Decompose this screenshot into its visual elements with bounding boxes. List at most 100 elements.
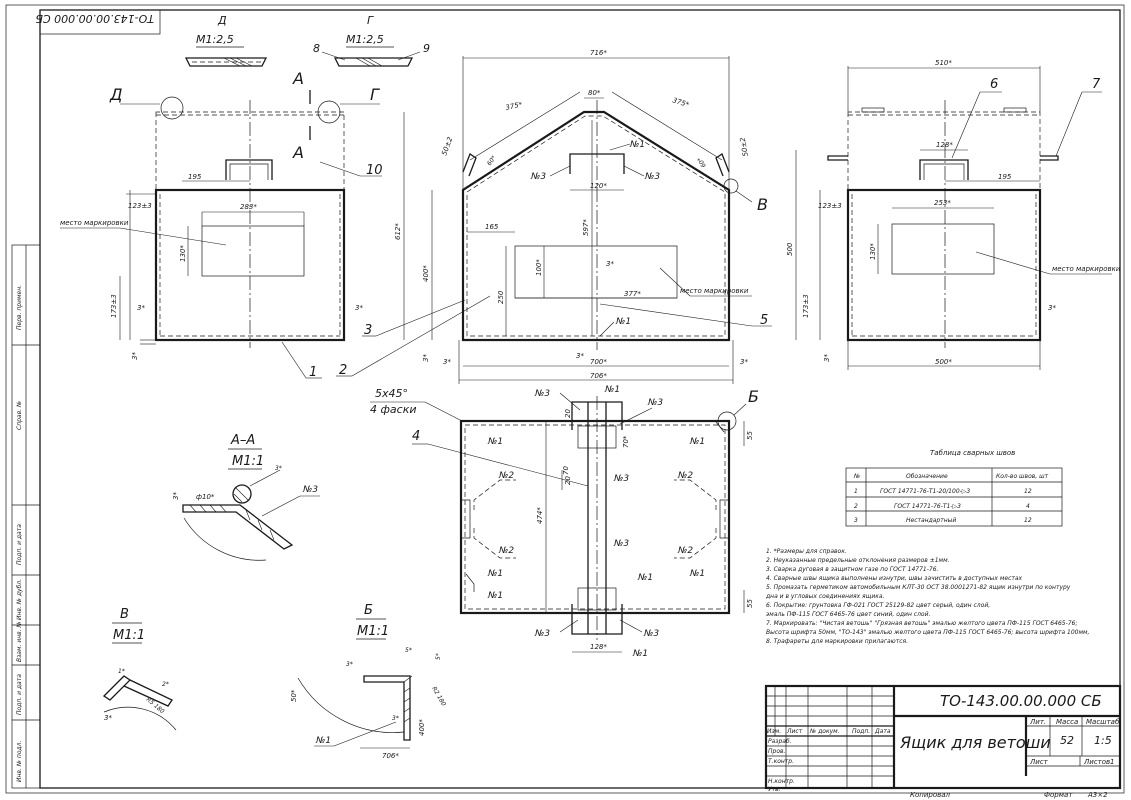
note-line: дна и в угловых соединениях ящика. xyxy=(765,593,885,600)
pos-10: 10 xyxy=(366,163,383,178)
dim-706: 706* xyxy=(590,372,607,380)
detail-b-scale: М1:1 xyxy=(357,624,389,639)
dim-597: 597* xyxy=(582,219,590,236)
dim-3-mid: 3* xyxy=(606,260,614,268)
wt-cell: 12 xyxy=(1024,517,1032,524)
aa-dim-3a: 3* xyxy=(172,492,180,500)
dim-80: 80* xyxy=(588,89,601,97)
tb-role: Пров. xyxy=(768,748,786,755)
b-dim-50: 50* xyxy=(290,689,298,702)
front-view: 283* 195 130* 123±3 173±3 3* 3* 3* место… xyxy=(60,69,405,380)
tb-sheets: 1 xyxy=(1110,758,1114,766)
detail-v-title: В xyxy=(120,607,129,622)
note-line: 7. Маркировать: "Чистая ветошь" "Грязная… xyxy=(766,620,1077,627)
dim-283: 283* xyxy=(240,203,257,211)
dim-50-left: 50±2 xyxy=(440,135,454,156)
dim-195: 195 xyxy=(188,173,202,181)
side-view: 716* 80* 375* 375* 50±2 50±2 60* 60* №1 … xyxy=(336,49,772,384)
side-weld-1b: №1 xyxy=(615,317,631,327)
tb-hdr-lit: Лит. xyxy=(1029,718,1046,726)
side-weld-3a: №3 xyxy=(530,172,546,182)
dim-375-right: 375* xyxy=(671,96,690,109)
detail-g-pos8: 8 xyxy=(313,42,320,55)
plan-weld: №3 xyxy=(647,398,663,408)
dim-128-plan: 128* xyxy=(590,643,607,651)
dim-130-right: 130* xyxy=(869,243,877,260)
dim-500: 500* xyxy=(935,358,952,366)
b-dim-3b: 3* xyxy=(392,715,399,722)
note-line: 2. Неуказанные предельные отклонения раз… xyxy=(766,557,950,564)
dim-3-bottom: 3* xyxy=(131,352,139,360)
plan-weld: №2 xyxy=(677,471,693,481)
plan-weld: №1 xyxy=(487,591,503,601)
dim-3-right: 3* xyxy=(355,304,363,312)
dim-173: 173±3 xyxy=(110,294,118,318)
aa-dim-phi10: ф10* xyxy=(196,493,215,501)
dim-377: 377* xyxy=(624,290,641,298)
section-a-bottom: А xyxy=(292,143,304,162)
dim-60-right: 60* xyxy=(696,156,707,169)
plan-weld: №3 xyxy=(613,539,629,549)
tb-row: Дата xyxy=(874,728,891,735)
tb-hdr-mass: Масса xyxy=(1056,718,1078,726)
technical-notes: 1. *Размеры для справок. 2. Неуказанные … xyxy=(765,548,1090,645)
plan-weld: №2 xyxy=(498,546,514,556)
note-line: 4. Сварные швы ящика выполнены изнутри, … xyxy=(766,575,1023,582)
plan-weld: №1 xyxy=(487,437,503,447)
tb-row: Лист xyxy=(786,728,803,735)
dim-3-left: 3* xyxy=(137,304,145,312)
dim-70-b: 70 xyxy=(562,466,570,475)
dim-70-a: 70* xyxy=(622,435,630,448)
dim-123-right: 123±3 xyxy=(818,202,842,210)
chamfer-label: 5х45° xyxy=(375,387,408,400)
dim-165: 165 xyxy=(485,223,499,231)
detail-b-title: Б xyxy=(364,603,373,618)
v-dim-1: 1* xyxy=(118,668,125,675)
tb-doc-title: Ящик для ветоши xyxy=(899,733,1051,752)
chamfer-note: 4 фаски xyxy=(370,403,416,416)
dim-3-right-b: 3* xyxy=(823,354,831,362)
wt-header: Кол-во швов, шт xyxy=(996,473,1049,480)
tb-row: Изм. xyxy=(767,728,781,735)
side-mark-label: место маркировки xyxy=(680,287,749,295)
weld-table: Таблица сварных швов № Обозначение Кол-в… xyxy=(845,449,1063,527)
plan-weld: №3 xyxy=(643,629,659,639)
aa-weld: №3 xyxy=(302,485,318,495)
tb-row: № докум. xyxy=(809,728,840,735)
note-line: 6. Покрытие: грунтовка ГФ-021 ГОСТ 25129… xyxy=(766,602,990,609)
detail-g-pos9: 9 xyxy=(423,42,430,55)
dim-3-right-a: 3* xyxy=(1048,304,1056,312)
dim-3-br: 3* xyxy=(740,358,748,366)
dim-3-bm: 3* xyxy=(576,352,584,360)
rotated-doc-code: ТО-143.00.00.000 СБ xyxy=(35,12,154,25)
section-a-top: А xyxy=(292,69,304,88)
plan-weld: №1 xyxy=(689,569,705,579)
v-dim-r: R5 180 xyxy=(145,696,166,715)
section-aa-title: А–А xyxy=(230,433,255,448)
v-dim-2: 2* xyxy=(162,681,169,688)
detail-d: Д М1:2,5 xyxy=(184,14,268,67)
plan-weld: №2 xyxy=(677,546,693,556)
detail-d-letter: Д xyxy=(217,14,227,27)
dim-700: 700* xyxy=(590,358,607,366)
tb-copied: Копировал xyxy=(910,791,951,799)
strip-label: Перв. примен. xyxy=(16,285,23,330)
note-line: эмаль ПФ-115 ГОСТ 6465-76 цвет синий, од… xyxy=(766,611,930,618)
dim-100: 100* xyxy=(535,259,543,276)
dim-510: 510* xyxy=(935,59,952,67)
strip-label: Подп. и дата xyxy=(16,524,23,565)
b-dim-5b: 5* xyxy=(435,653,442,660)
b-weld: №1 xyxy=(315,736,331,746)
plan-view: 474* 128* 20 20 70* 70 55 55 5х45° 4 фас… xyxy=(370,385,759,659)
title-block: Изм. Лист № докум. Подп. Дата Разраб. Пр… xyxy=(764,684,1122,799)
dim-195-right: 195 xyxy=(998,173,1012,181)
pos-5: 5 xyxy=(760,313,768,328)
detail-v-scale: М1:1 xyxy=(113,628,145,643)
tb-doc-code: ТО-143.00.00.000 СБ xyxy=(940,692,1102,710)
b-dim-400: 400* xyxy=(418,719,426,736)
wt-cell: 3 xyxy=(854,517,858,524)
dim-500-vert: 500 xyxy=(786,242,794,256)
section-aa-scale: М1:1 xyxy=(232,454,264,469)
dim-55-b: 55 xyxy=(746,599,754,608)
